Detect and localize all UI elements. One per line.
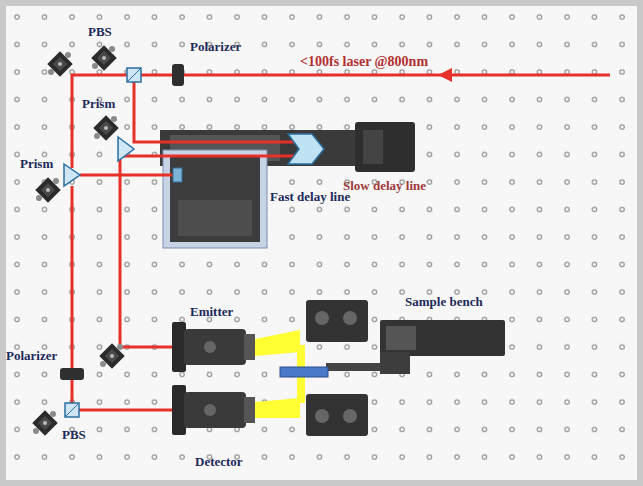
part-label: Fast delay line	[270, 190, 350, 205]
mirror-mount	[32, 45, 124, 435]
part-label: Slow delay line	[343, 179, 426, 194]
fast-delay-stage	[163, 150, 267, 248]
prism	[64, 137, 134, 186]
retroreflector	[288, 134, 324, 164]
beam-arrow	[438, 68, 452, 82]
part-label: Prism	[82, 97, 115, 112]
mounting-holes	[6, 6, 637, 480]
part-label: Emitter	[190, 305, 233, 320]
table-top	[6, 6, 637, 480]
part-label: Polarizer	[190, 40, 241, 55]
source-label: <100fs laser @800nm	[300, 54, 428, 70]
polarizer	[60, 64, 184, 380]
part-label: Prism	[20, 157, 53, 172]
pbs-cube	[65, 68, 141, 417]
part-label: Detector	[195, 455, 243, 470]
sample-bench	[380, 320, 505, 374]
part-label: PBS	[88, 25, 112, 40]
part-label: Polarizer	[6, 349, 57, 364]
detector-antenna	[172, 385, 255, 435]
laser-beam	[72, 75, 610, 410]
part-label: Sample bench	[405, 295, 483, 310]
sample-holder	[280, 300, 384, 436]
part-label: PBS	[62, 428, 86, 443]
emitter-antenna	[172, 322, 255, 372]
delay-mirror	[173, 168, 182, 182]
